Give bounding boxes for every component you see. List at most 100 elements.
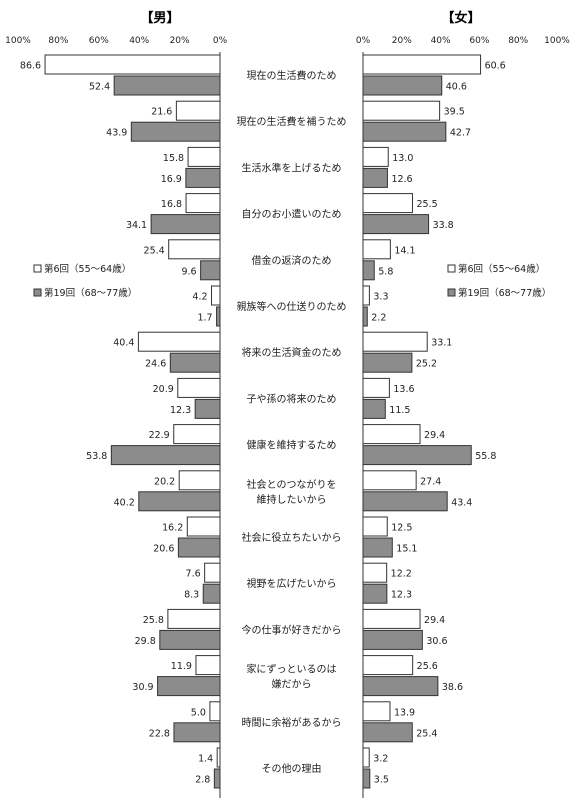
category-label: 子や孫の将来のため	[247, 393, 337, 405]
category-label: 維持したいから	[257, 493, 327, 506]
tick-label-female: 20%	[392, 36, 412, 46]
bar-male-series-2	[130, 121, 221, 142]
tick-label-female: 80%	[508, 36, 528, 46]
data-label-female: 13.0	[392, 153, 413, 164]
category-label: 社会に役立ちたいから	[242, 531, 342, 544]
data-label-male: 29.8	[135, 636, 156, 647]
bar-male-series-1	[186, 516, 221, 537]
bar-male-series-2	[159, 629, 221, 650]
data-label-female: 12.2	[391, 569, 412, 580]
data-label-male: 2.8	[195, 775, 210, 786]
data-label-female: 25.2	[416, 359, 437, 370]
data-label-female: 3.2	[373, 754, 388, 765]
data-label-female: 5.8	[378, 266, 393, 277]
bar-male-series-2	[202, 583, 221, 604]
legend-label-female: 第6回（55～64歳）	[458, 263, 545, 275]
bar-male-series-2	[216, 306, 221, 327]
bar-male-series-1	[187, 146, 221, 167]
bar-male-series-2	[177, 537, 221, 558]
legend-swatch-male	[33, 288, 42, 297]
bar-male-series-1	[173, 424, 221, 445]
data-label-female: 39.5	[444, 107, 465, 118]
data-label-male: 7.6	[186, 569, 201, 580]
bar-female-series-1	[362, 562, 388, 583]
bar-female-series-2	[362, 398, 386, 419]
data-label-female: 12.5	[391, 523, 412, 534]
tick-label-male: 100%	[5, 36, 31, 46]
legend-swatch-male	[33, 264, 42, 273]
data-label-female: 2.2	[371, 313, 386, 324]
data-label-male: 1.7	[197, 313, 212, 324]
bar-male-series-2	[150, 214, 221, 235]
bar-female-series-2	[362, 537, 393, 558]
data-label-male: 16.9	[161, 174, 182, 185]
bar-female-series-2	[362, 445, 472, 466]
category-label: 家にずっといるのは	[246, 663, 336, 676]
bar-male-series-1	[137, 331, 221, 352]
bar-female-series-1	[362, 516, 388, 537]
legend-label-female: 第19回（68～77歳）	[458, 287, 551, 299]
category-label: 親族等への仕送りのため	[237, 300, 347, 313]
bar-male-series-2	[213, 768, 221, 789]
legend-swatch-female	[447, 264, 456, 273]
category-label: 生活水準を上げるため	[242, 161, 342, 174]
bar-female-series-1	[362, 146, 389, 167]
data-label-female: 30.6	[426, 636, 447, 647]
data-label-male: 5.0	[191, 707, 206, 718]
tick-label-female: 100%	[544, 36, 570, 46]
data-label-male: 20.6	[153, 544, 174, 555]
category-label: 嫌だから	[272, 678, 312, 691]
data-label-female: 14.1	[394, 245, 415, 256]
bar-male-series-2	[169, 352, 221, 373]
data-label-female: 27.4	[420, 476, 441, 487]
data-label-male: 15.8	[163, 153, 184, 164]
data-label-male: 53.8	[86, 451, 107, 462]
data-label-male: 25.4	[144, 245, 165, 256]
bar-female-series-1	[362, 655, 414, 676]
bar-female-series-1	[362, 239, 391, 260]
category-label: 視野を広げたいから	[247, 577, 337, 590]
data-label-male: 86.6	[20, 61, 41, 72]
bar-female-series-2	[362, 629, 423, 650]
data-label-male: 24.6	[145, 359, 166, 370]
bar-female-series-2	[362, 75, 443, 96]
bar-male-series-1	[209, 701, 221, 722]
bar-male-series-2	[110, 445, 221, 466]
data-label-female: 33.8	[433, 220, 454, 231]
bar-male-series-2	[113, 75, 221, 96]
bar-female-series-1	[362, 424, 421, 445]
data-label-female: 33.1	[431, 338, 452, 349]
data-label-female: 25.4	[416, 728, 437, 739]
data-label-male: 20.9	[153, 384, 174, 395]
data-label-female: 55.8	[475, 451, 496, 462]
bar-male-series-1	[211, 285, 221, 306]
data-label-female: 13.9	[394, 707, 415, 718]
data-label-male: 16.8	[161, 199, 182, 210]
data-label-male: 40.4	[113, 338, 134, 349]
tick-label-male: 0%	[213, 36, 228, 46]
chart-title-male: 【男】	[140, 10, 179, 26]
bar-male-series-2	[185, 167, 221, 188]
bar-female-series-1	[362, 747, 370, 768]
data-label-male: 40.2	[114, 497, 135, 508]
bar-male-series-2	[173, 722, 221, 743]
data-label-male: 21.6	[151, 107, 172, 118]
data-label-female: 29.4	[424, 430, 445, 441]
tick-label-male: 80%	[48, 36, 68, 46]
bar-female-series-2	[362, 214, 430, 235]
bar-female-series-1	[362, 193, 413, 214]
data-label-female: 60.6	[485, 61, 506, 72]
legend-label-male: 第6回（55～64歳）	[44, 263, 131, 275]
bar-female-series-2	[362, 583, 388, 604]
data-label-female: 43.4	[451, 497, 472, 508]
category-label: 現在の生活費のため	[247, 69, 337, 82]
data-label-male: 12.3	[170, 405, 191, 416]
bar-male-series-2	[194, 398, 221, 419]
data-label-female: 3.5	[374, 775, 389, 786]
bar-female-series-1	[362, 100, 441, 121]
tick-label-male: 20%	[170, 36, 190, 46]
data-label-female: 11.5	[389, 405, 410, 416]
data-label-male: 1.4	[198, 754, 213, 765]
data-label-female: 12.6	[391, 174, 412, 185]
bar-male-series-1	[185, 193, 221, 214]
